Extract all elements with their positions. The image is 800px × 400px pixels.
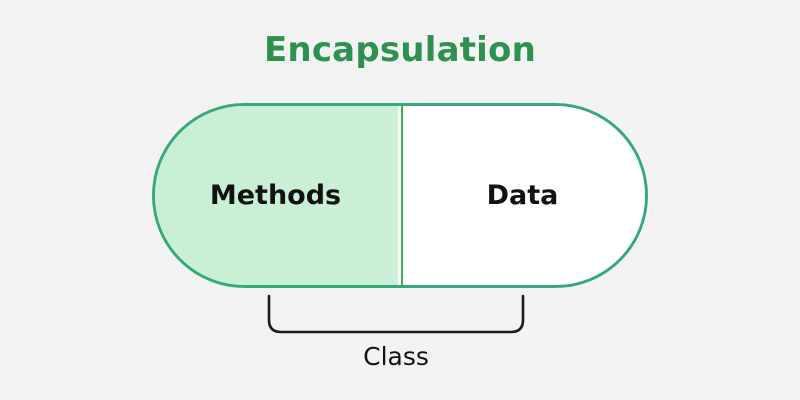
encapsulation-capsule: Methods Data (152, 103, 648, 288)
class-bracket (262, 292, 530, 340)
bracket-icon (267, 294, 525, 334)
capsule-divider-line (401, 106, 403, 285)
page-title: Encapsulation (264, 30, 536, 70)
capsule-label-methods: Methods (209, 180, 342, 211)
capsule-half-methods: Methods (155, 106, 399, 285)
capsule-label-data: Data (486, 180, 559, 211)
capsule-half-data: Data (398, 106, 645, 285)
class-label: Class (363, 342, 429, 371)
